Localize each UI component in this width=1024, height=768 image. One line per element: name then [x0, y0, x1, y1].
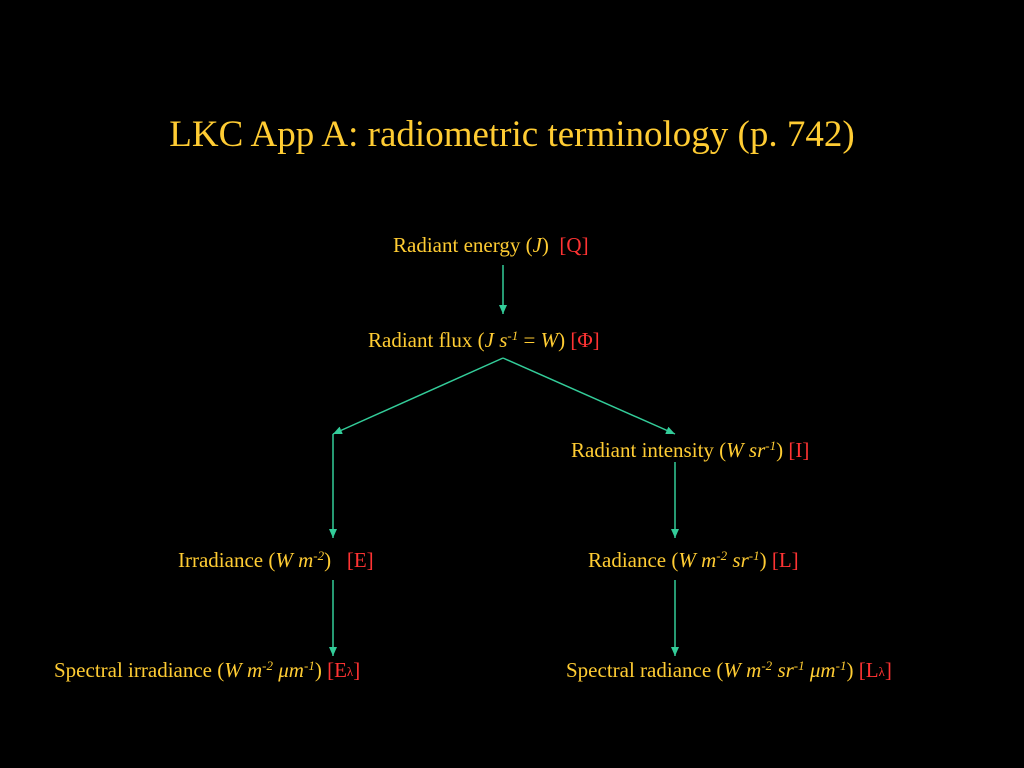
unit-exponent: -1 — [793, 658, 805, 673]
node-label: Radiant flux ( — [368, 328, 485, 352]
unit-text: sr — [727, 548, 749, 572]
equals-sign: = — [518, 328, 541, 352]
edge-flux-to-intensity — [502, 357, 676, 435]
unit-exponent: -1 — [748, 548, 760, 563]
symbol-badge: [L] — [771, 548, 799, 572]
unit-text: μm — [273, 658, 304, 682]
edge-flux-to-left — [332, 357, 504, 435]
unit-exponent: -1 — [835, 658, 847, 673]
unit-text: J — [532, 233, 542, 257]
symbol-badge: [Φ] — [570, 328, 600, 352]
unit-close: ) — [541, 233, 549, 257]
unit-close: ) — [846, 658, 854, 682]
unit-exponent: -2 — [262, 658, 274, 673]
unit-close: ) — [324, 548, 332, 572]
node-label: Radiant intensity ( — [571, 438, 727, 462]
node-radiance: Radiance (W m-2 sr-1) [L] — [588, 547, 799, 573]
symbol-badge: [I] — [788, 438, 810, 462]
unit-text: W m — [224, 658, 263, 682]
symbol-subscript: λ — [878, 664, 885, 679]
unit-text: W — [540, 328, 559, 352]
unit-exponent: -2 — [313, 548, 325, 563]
node-label: Radiance ( — [588, 548, 679, 572]
unit-text: W m — [678, 548, 717, 572]
symbol-badge: [Eλ] — [327, 658, 361, 682]
unit-text: W m — [723, 658, 762, 682]
symbol-badge: [Lλ] — [858, 658, 892, 682]
node-label: Spectral radiance ( — [566, 658, 724, 682]
symbol-badge: [Q] — [559, 233, 589, 257]
symbol-badge: [E] — [346, 548, 374, 572]
unit-close: ) — [558, 328, 566, 352]
unit-close: ) — [314, 658, 322, 682]
node-radiant-energy: Radiant energy (J) [Q] — [393, 232, 589, 258]
slide-title: LKC App A: radiometric terminology (p. 7… — [169, 114, 855, 155]
unit-close: ) — [776, 438, 784, 462]
unit-text: W m — [275, 548, 314, 572]
node-radiant-flux: Radiant flux (J s-1 = W) [Φ] — [368, 327, 600, 353]
unit-text: μm — [804, 658, 836, 682]
unit-exponent: -1 — [303, 658, 315, 673]
node-label: Radiant energy ( — [393, 233, 533, 257]
symbol-subscript: λ — [346, 664, 354, 679]
unit-text: J s — [484, 328, 508, 352]
node-spectral-radiance: Spectral radiance (W m-2 sr-1 μm-1) [Lλ] — [566, 657, 892, 683]
unit-exponent: -1 — [507, 328, 519, 343]
unit-exponent: -2 — [761, 658, 773, 673]
unit-text: W sr — [726, 438, 766, 462]
unit-exponent: -2 — [716, 548, 728, 563]
node-radiant-intensity: Radiant intensity (W sr-1) [I] — [571, 437, 809, 463]
node-spectral-irradiance: Spectral irradiance (W m-2 μm-1) [Eλ] — [54, 657, 360, 683]
node-label: Spectral irradiance ( — [54, 658, 225, 682]
unit-text: sr — [772, 658, 794, 682]
node-irradiance: Irradiance (W m-2) [E] — [178, 547, 374, 573]
unit-exponent: -1 — [765, 438, 777, 453]
unit-close: ) — [759, 548, 767, 572]
node-label: Irradiance ( — [178, 548, 276, 572]
